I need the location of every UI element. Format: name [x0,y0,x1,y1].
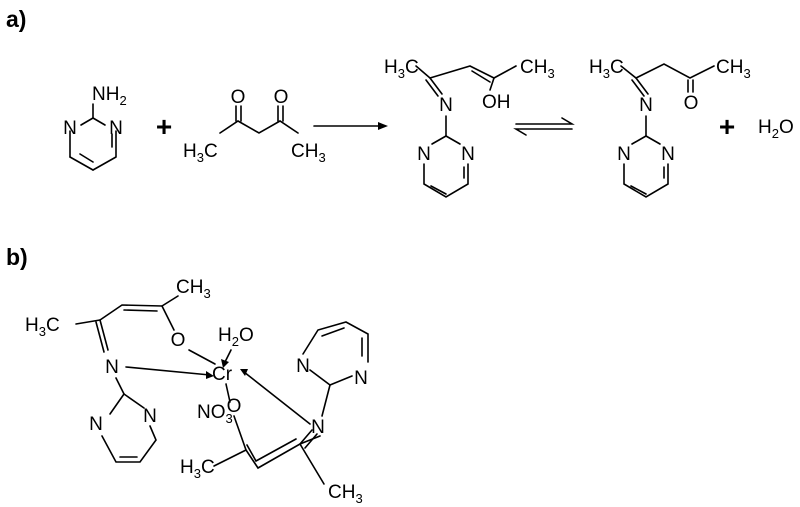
enol-tautomer-structure: H3C CH3 OH N N N [384,57,555,198]
ring-n-atom: N [417,144,431,165]
panel-label-b: b) [6,244,28,270]
methyl-label: H3C [25,315,60,339]
methyl-label: CH3 [328,482,363,506]
methyl-label: CH3 [716,57,751,81]
ring-n-atom: N [617,144,631,165]
nitrate-o-atom: O [227,396,242,417]
imine-n-atom: N [311,417,325,438]
imine-n-atom: N [639,95,653,116]
panel-label-a: a) [6,6,26,32]
methyl-label: CH3 [176,277,211,301]
acetylacetone-structure: O O H3C CH3 [183,87,326,165]
chromium-atom: Cr [212,364,233,385]
ring-n-atom: N [109,118,123,139]
imine-n-atom: N [439,95,453,116]
carbonyl-o-atom: O [231,87,246,108]
chromium-complex-structure: CH3 H3C O N N N Cr H2O O NO3 H3C CH3 [25,277,369,506]
carbonyl-o-atom: O [274,87,289,108]
methyl-label: H3C [384,57,419,81]
aminopyrimidine-structure: N N NH2 [63,84,127,171]
ring-n-atom: N [63,118,77,139]
aqua-ligand-label: H2O [218,325,254,349]
plus-sign: + [719,111,735,142]
ketone-o-atom: O [684,93,699,114]
ring-n-atom: N [296,356,310,377]
ring-n-atom: N [143,406,157,427]
ring-n-atom: N [89,414,103,435]
equilibrium-arrows [513,117,575,136]
nitrate-label: NO3 [197,402,233,426]
methyl-label: H3C [180,457,215,481]
plus-sign: + [156,111,172,142]
methyl-label: CH3 [520,57,555,81]
coordinating-o-atom: O [171,330,186,351]
ring-n-atom: N [461,144,475,165]
methyl-label: H3C [589,57,624,81]
ring-n-atom: N [354,368,368,389]
keto-tautomer-structure: H3C CH3 O N N N [589,57,751,198]
water-label: H2O [758,117,794,141]
methyl-label: H3C [183,141,218,165]
imine-n-atom: N [105,357,119,378]
amino-group-label: NH2 [92,84,127,108]
methyl-label: CH3 [291,141,326,165]
hydroxyl-label: OH [482,92,511,113]
ring-n-atom: N [661,144,675,165]
reaction-arrow [313,122,388,130]
